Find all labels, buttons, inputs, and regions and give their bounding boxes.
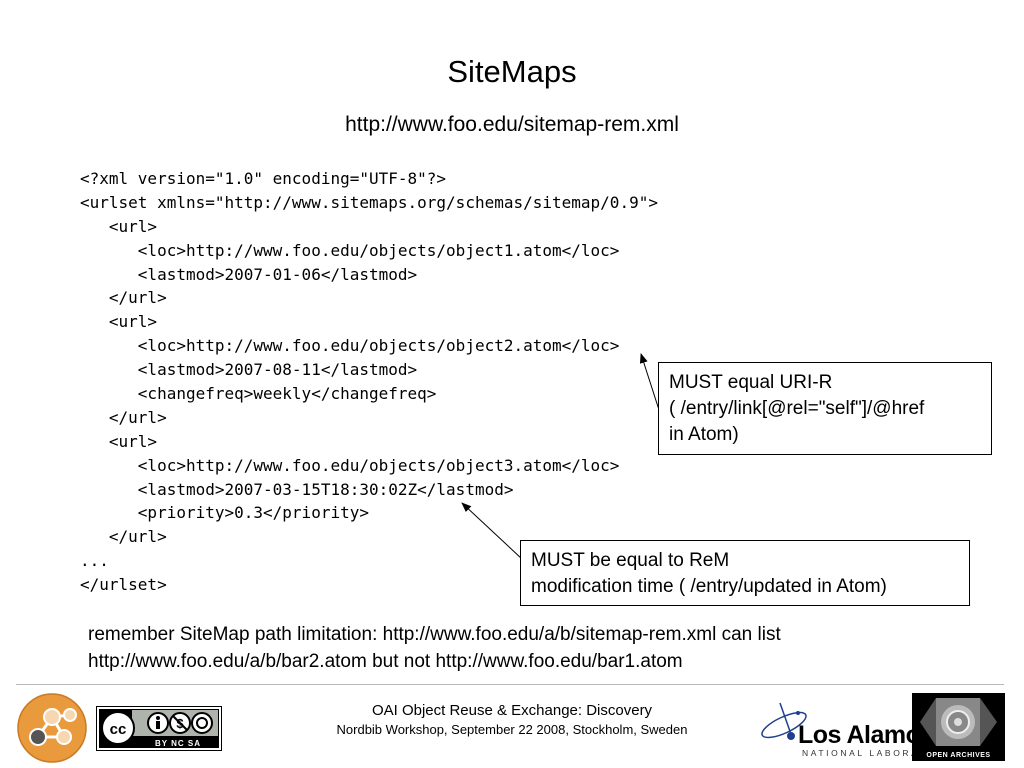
uri-callout-line: in Atom) <box>669 424 739 445</box>
code-line: </url> <box>80 288 167 308</box>
open-archives-logo: OPEN ARCHIVES <box>912 693 1005 761</box>
uri-callout-arrow <box>639 353 661 414</box>
code-line: <priority>0.3</priority> <box>80 503 369 523</box>
uri-callout-line: MUST equal URI-R <box>669 372 833 393</box>
cc-license-label: BY NC SA <box>155 739 201 748</box>
footer-event-details: Nordbib Workshop, September 22 2008, Sto… <box>336 722 688 737</box>
footer-divider <box>16 684 1004 685</box>
note-line: remember SiteMap path limitation: http:/… <box>88 624 781 645</box>
slide-title: SiteMaps <box>447 54 577 89</box>
footer-event-title: OAI Object Reuse & Exchange: Discovery <box>371 702 653 719</box>
code-line: <lastmod>2007-01-06</lastmod> <box>80 264 418 284</box>
code-line: </url> <box>80 527 167 547</box>
code-line: <url> <box>80 216 158 236</box>
path-limitation-note: remember SiteMap path limitation: http:/… <box>88 621 781 675</box>
open-archives-label: OPEN ARCHIVES <box>926 752 991 759</box>
code-line: </urlset> <box>80 575 167 595</box>
lanl-lab-label: NATIONAL LABORATORY <box>802 748 953 758</box>
code-line: <loc>http://www.foo.edu/objects/object2.… <box>80 336 620 356</box>
uri-callout-box: MUST equal URI-R ( /entry/link[@rel="sel… <box>658 362 992 455</box>
open-archives-emblem-icon <box>920 698 997 746</box>
lanl-name: Los Alamos <box>798 721 934 749</box>
code-line: <loc>http://www.foo.edu/objects/object1.… <box>80 240 620 260</box>
modtime-callout-box: MUST be equal to ReM modification time (… <box>520 540 970 606</box>
svg-text:cc: cc <box>110 721 127 738</box>
sitemap-code-block: <?xml version="1.0" encoding="UTF-8"?> <u… <box>80 167 658 597</box>
slide-subtitle: http://www.foo.edu/sitemap-rem.xml <box>345 113 679 136</box>
code-line: </url> <box>80 407 167 427</box>
code-line: <changefreq>weekly</changefreq> <box>80 384 437 404</box>
note-line: http://www.foo.edu/a/b/bar2.atom but not… <box>88 651 683 672</box>
code-line: <loc>http://www.foo.edu/objects/object3.… <box>80 455 620 475</box>
code-line: <url> <box>80 312 158 332</box>
code-line: <url> <box>80 431 158 451</box>
code-line: <?xml version="1.0" encoding="UTF-8"?> <box>80 169 447 188</box>
modtime-callout-line: modification time ( /entry/updated in At… <box>531 576 887 597</box>
atom-orbit-icon <box>761 702 807 740</box>
code-line: <lastmod>2007-08-11</lastmod> <box>80 360 418 380</box>
modtime-callout-arrow <box>461 502 523 560</box>
code-line: <lastmod>2007-03-15T18:30:02Z</lastmod> <box>80 479 514 499</box>
uri-callout-line: ( /entry/link[@rel="self"]/@href <box>669 398 925 419</box>
footer-text: OAI Object Reuse & Exchange: Discovery N… <box>0 701 1024 739</box>
code-line: <urlset xmlns="http://www.sitemaps.org/s… <box>80 192 658 212</box>
creative-commons-badge-icon: cc $ BY NC SA <box>96 706 222 751</box>
code-line: ... <box>80 551 109 571</box>
modtime-callout-line: MUST be equal to ReM <box>531 550 730 571</box>
ore-logo-icon <box>17 693 87 763</box>
